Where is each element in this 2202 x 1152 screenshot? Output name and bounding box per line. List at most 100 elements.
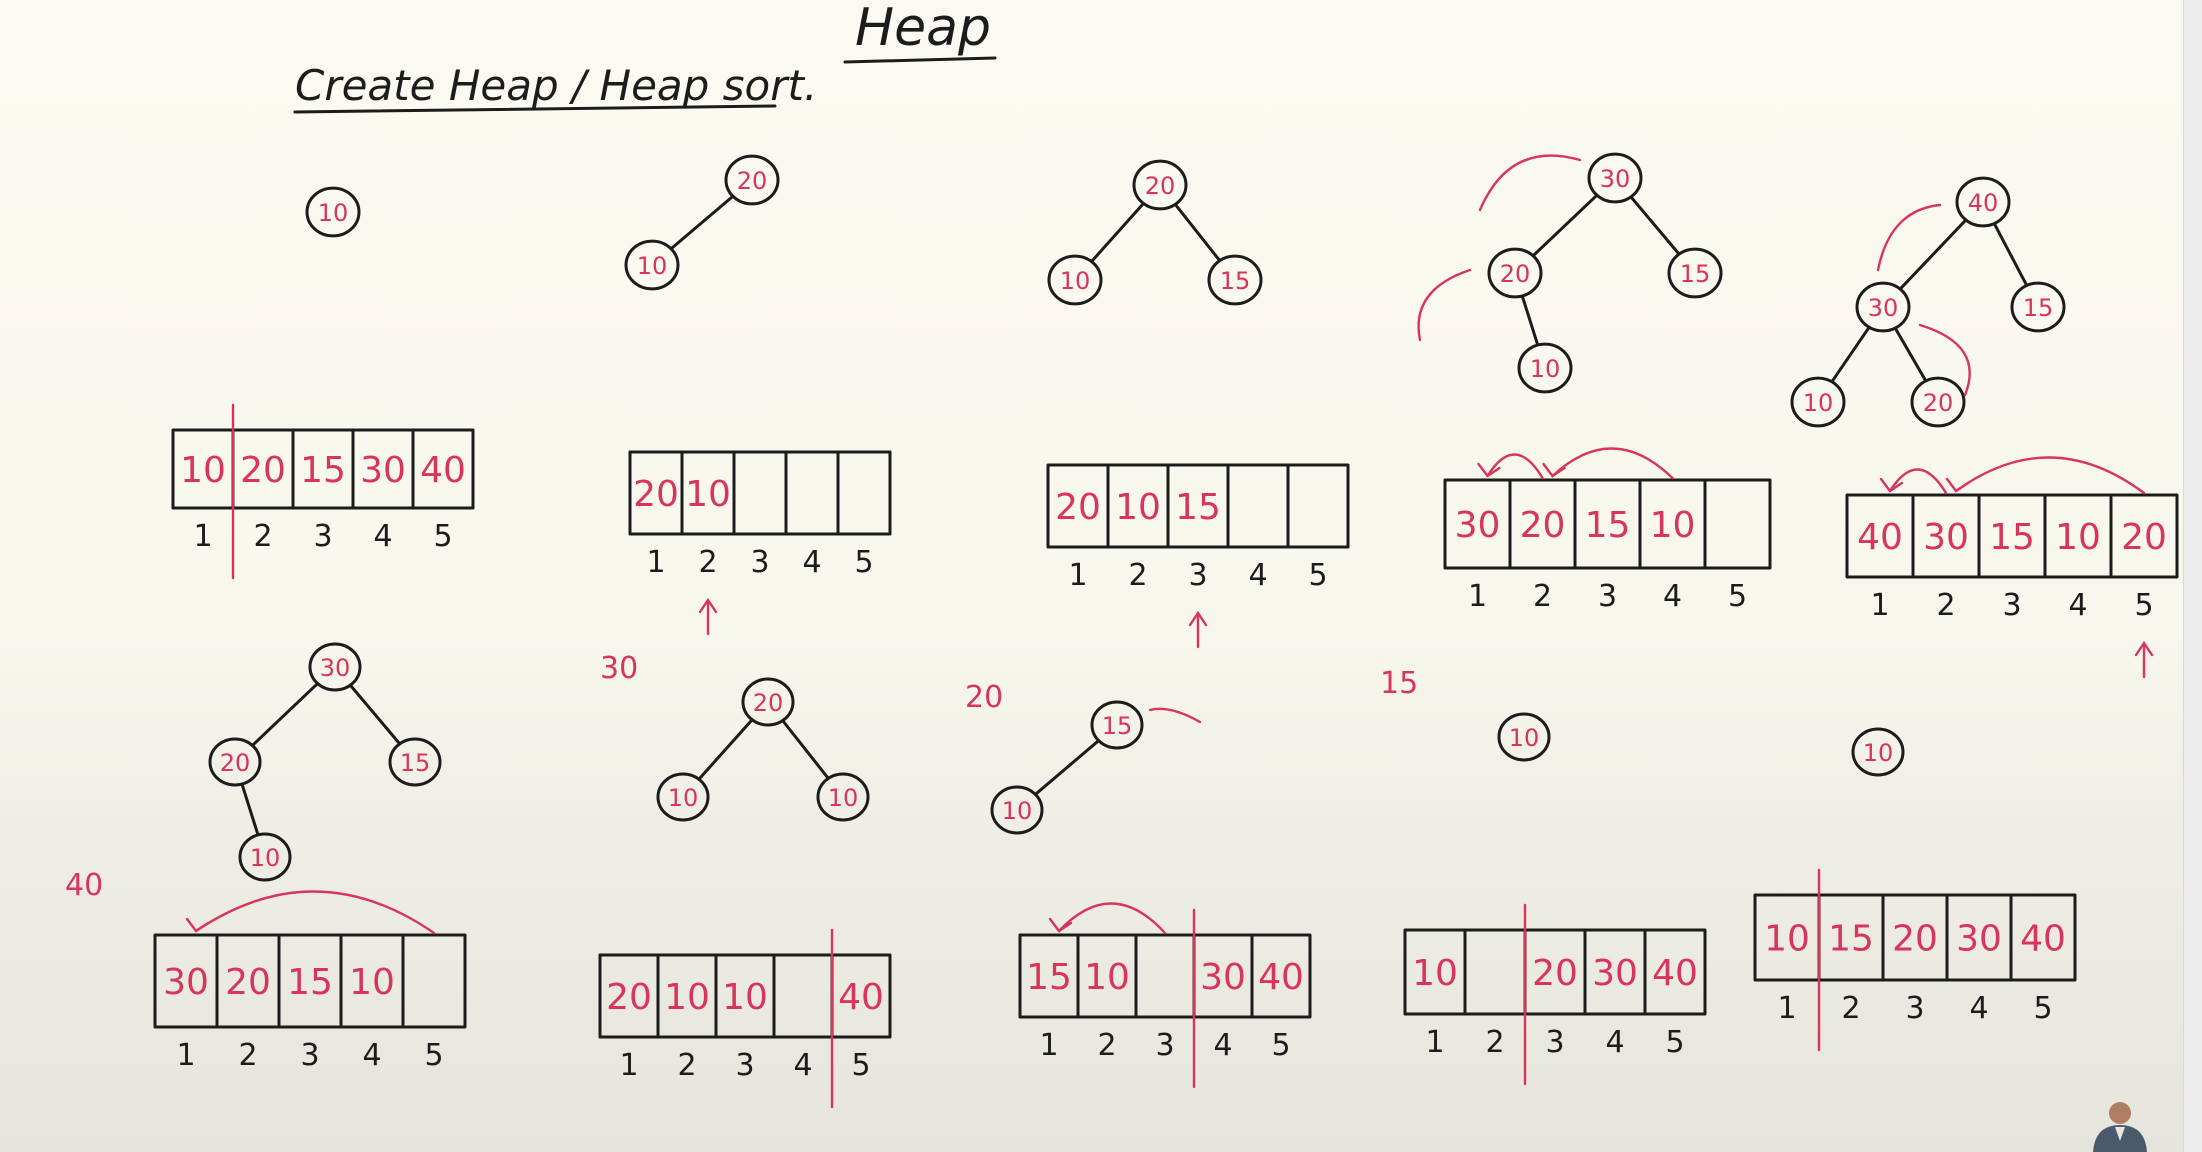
sort-step-1-array-cell: 30 (163, 962, 209, 1003)
sort-step-2-array-cell: 40 (838, 977, 884, 1018)
sort-step-5-array-cell: 10 (1764, 919, 1810, 960)
build-step-4-array-cell: 10 (1650, 505, 1696, 546)
build-step-2-array-index: 5 (854, 545, 873, 580)
sort-step-3-array-box (1018, 933, 1312, 1019)
heapify-up-arrow (1417, 268, 1472, 342)
sort-step-4-array-cell: 10 (1412, 953, 1458, 994)
build-step-4-array-index: 1 (1468, 579, 1487, 614)
presenter-avatar (2093, 1102, 2147, 1152)
sort-step-1-tree-node (308, 642, 362, 692)
build-step-5-tree-node-value: 20 (1923, 389, 1954, 417)
sort-step-1-array-cell: 20 (225, 962, 271, 1003)
sort-step-2-array-index: 2 (677, 1048, 696, 1083)
build-step-4-tree-node-value: 15 (1680, 260, 1711, 288)
sort-step-2-tree-edge (698, 719, 753, 780)
sort-step-2-array-box (598, 953, 892, 1039)
build-step-5-tree-edge (1894, 328, 1927, 381)
build-step-5-array-index: 4 (2068, 588, 2087, 623)
sort-step-2-tree-node-value: 10 (668, 784, 699, 812)
sort-step-4-array-box (1403, 928, 1707, 1016)
sort-step-5-array-index: 4 (1969, 991, 1988, 1026)
build-step-3-array-index: 4 (1248, 558, 1267, 593)
build-step-4-array-index: 4 (1663, 579, 1682, 614)
build-step-5-array-cell: 10 (2055, 517, 2101, 558)
sort-step-3-array-index: 3 (1155, 1028, 1174, 1063)
build-step-3-tree-node-value: 10 (1060, 267, 1091, 295)
build-step-4-swap-arrow (1486, 453, 1544, 480)
board-title: Heap (855, 0, 991, 58)
build-step-4-array-index: 2 (1533, 579, 1552, 614)
sort-step-3-deleted-value: 20 (965, 680, 1003, 715)
heapify-up-arrow (1876, 203, 1942, 272)
build-step-5-swap-arrow (1954, 456, 2146, 495)
build-step-3-tree-node-value: 15 (1220, 267, 1251, 295)
sort-step-3-tree-node (990, 785, 1044, 835)
build-step-4-tree-edge (1521, 296, 1539, 345)
sort-step-3-array-index: 5 (1271, 1028, 1290, 1063)
build-step-5-swap-arrowhead (1879, 477, 1904, 493)
sort-step-1-array-cell: 10 (349, 962, 395, 1003)
build-step-1-array-index: 4 (373, 519, 392, 554)
build-step-3-array-index: 1 (1068, 558, 1087, 593)
sort-step-4-tree-node-value: 10 (1509, 724, 1540, 752)
sort-step-1-array-index: 5 (424, 1038, 443, 1073)
build-step-1-array-cell: 40 (420, 450, 466, 491)
sort-step-1-tree-node (388, 737, 442, 787)
build-step-5-tree-node (1955, 176, 2011, 228)
heapify-up-arrow (1478, 154, 1582, 212)
build-step-4-array-cell: 15 (1585, 505, 1631, 546)
build-step-1-array-cell: 30 (360, 450, 406, 491)
sort-step-3-array-cell: 15 (1026, 957, 1072, 998)
sort-step-1-deleted-value: 40 (65, 868, 103, 903)
build-step-5-swap-arrow (1888, 468, 1948, 495)
build-step-3-tree-node (1047, 254, 1103, 306)
build-step-5-tree-edge (1831, 326, 1870, 383)
window-edge (2183, 0, 2202, 1152)
sort-step-1-tree-node-value: 15 (400, 749, 431, 777)
build-step-2-array-cell: 20 (633, 474, 679, 515)
build-step-2-array-cell: 10 (685, 474, 731, 515)
build-step-4-swap-arrow (1551, 447, 1674, 480)
build-step-3-tree-node (1207, 254, 1263, 306)
sort-step-5-array-cell: 30 (1956, 919, 2002, 960)
build-step-3-array-index: 2 (1128, 558, 1147, 593)
build-step-2-array-index: 3 (750, 545, 769, 580)
build-step-5-tree-node (1855, 281, 1911, 333)
sort-step-3-tree-edge (1034, 739, 1100, 796)
sort-step-1-swap-arrow (194, 890, 436, 935)
sort-step-5-array-box (1753, 893, 2077, 982)
sort-step-2-tree-node (741, 677, 795, 727)
build-step-5-array-index: 5 (2134, 588, 2153, 623)
sort-step-5-tree-node-value: 10 (1863, 739, 1894, 767)
sort-step-4-array-cell: 30 (1592, 953, 1638, 994)
sort-step-5-array-index: 2 (1841, 991, 1860, 1026)
sort-step-2-array-index: 3 (735, 1048, 754, 1083)
build-step-4-swap-arrowhead (1542, 462, 1566, 478)
sort-step-2-array-cell: 10 (664, 977, 710, 1018)
sort-step-2-tree-node (816, 772, 870, 822)
build-step-4-tree-edge (1532, 194, 1598, 257)
sort-step-3-array-cell: 30 (1200, 957, 1246, 998)
sort-step-1-swap-arrowhead (185, 917, 210, 933)
sort-step-1-tree-node-value: 10 (250, 844, 281, 872)
build-step-4-swap-arrowhead (1477, 462, 1501, 478)
build-step-3-tree-edge (1090, 202, 1145, 263)
sort-step-5-array-cell: 20 (1892, 919, 1938, 960)
build-step-5-array-cell: 40 (1857, 517, 1903, 558)
sort-step-2-array-cell: 20 (606, 977, 652, 1018)
build-step-4-array-cell: 20 (1520, 505, 1566, 546)
build-step-5-array-index: 3 (2002, 588, 2021, 623)
build-step-1-array-box (171, 428, 475, 510)
build-step-4-tree-node (1517, 342, 1573, 394)
sort-step-1-array-cell: 15 (287, 962, 333, 1003)
sort-step-2-tree-edge (781, 720, 830, 779)
build-step-5-array-cell: 30 (1923, 517, 1969, 558)
build-step-4-tree-node (1667, 247, 1723, 299)
build-step-5-insert-pointer-head (2134, 640, 2154, 657)
sort-step-3-array-cell: 40 (1258, 957, 1304, 998)
build-step-5-tree-edge (1993, 223, 2028, 286)
